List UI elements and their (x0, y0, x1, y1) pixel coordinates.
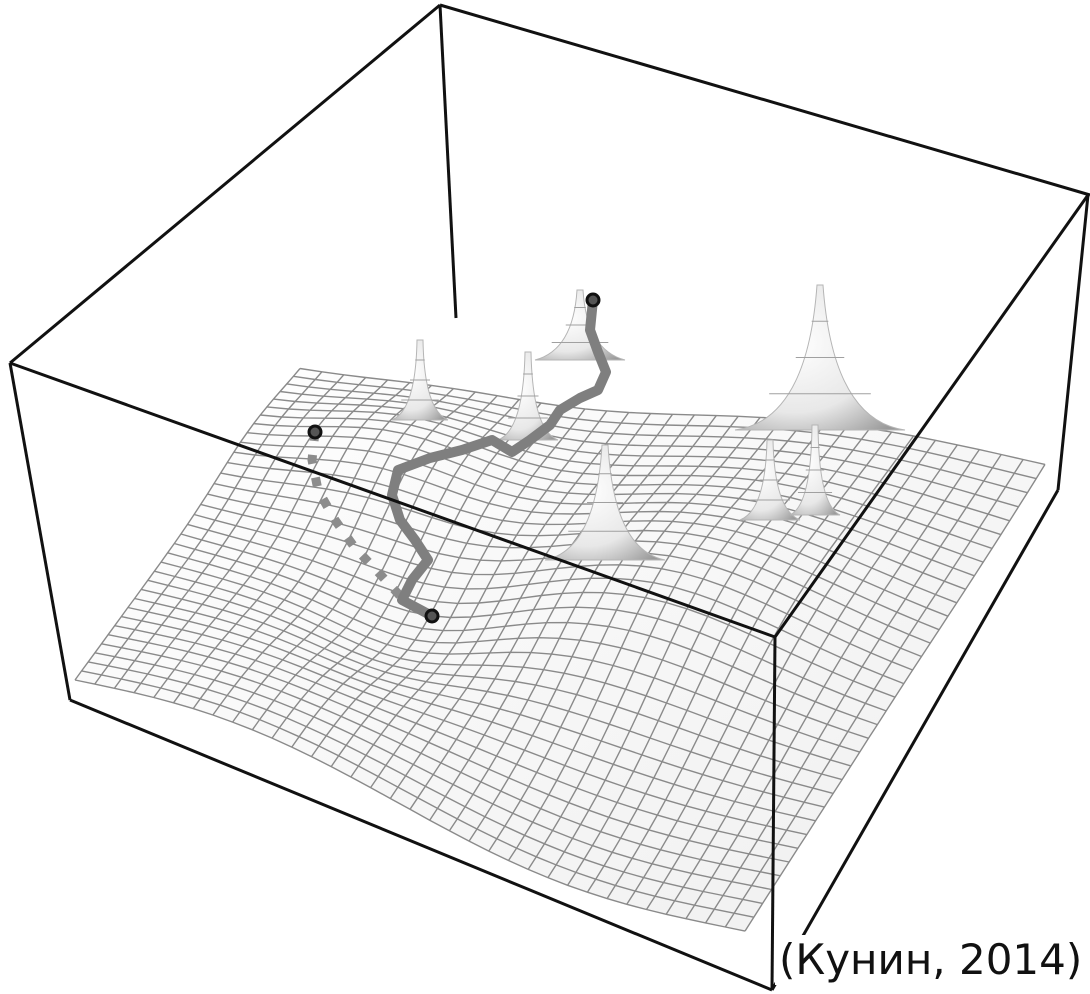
mesh-line-v (88, 661, 763, 905)
mesh-line-v (260, 414, 993, 550)
box-front-edges (8, 194, 1090, 992)
solid-adaptive-path (387, 295, 611, 621)
fitness-landscape-mesh-surface (74, 367, 1046, 932)
mesh-line-v (174, 542, 878, 726)
mesh-line-v (81, 670, 754, 918)
summit-point-marker (585, 292, 601, 308)
mesh-line-v (187, 523, 896, 698)
mesh-line-v (253, 422, 984, 563)
mesh-line-v (121, 615, 807, 836)
mesh-line-v (266, 406, 1002, 536)
mesh-line-v (273, 398, 1010, 522)
mesh-line-v (147, 579, 843, 781)
mesh-line-v (94, 652, 772, 891)
mesh-line-v (160, 561, 860, 753)
dotted-adaptive-path (307, 431, 406, 602)
mesh-line-v (134, 597, 825, 808)
mesh-line-v (280, 390, 1019, 508)
junction-point-marker (424, 608, 440, 624)
mesh-line-v (193, 513, 905, 685)
mesh-line-v (74, 679, 746, 932)
start-point-marker (307, 424, 323, 440)
citation-caption: (Кунин, 2014) (775, 935, 1087, 985)
mesh-line-v (107, 634, 790, 863)
mesh-line-v (154, 570, 852, 767)
sharp-peaks (391, 284, 906, 561)
mesh-line-v (180, 533, 887, 712)
mesh-line-v (127, 606, 816, 822)
mesh-line-v (141, 588, 834, 795)
path-endpoint-markers (307, 292, 601, 624)
mesh-line-v (114, 625, 799, 849)
mesh-line-v (200, 503, 913, 671)
mesh-line-v (220, 472, 940, 631)
box-back-edges (9, 3, 1090, 491)
mesh-line-v (167, 552, 869, 739)
mesh-line-v (101, 643, 781, 877)
